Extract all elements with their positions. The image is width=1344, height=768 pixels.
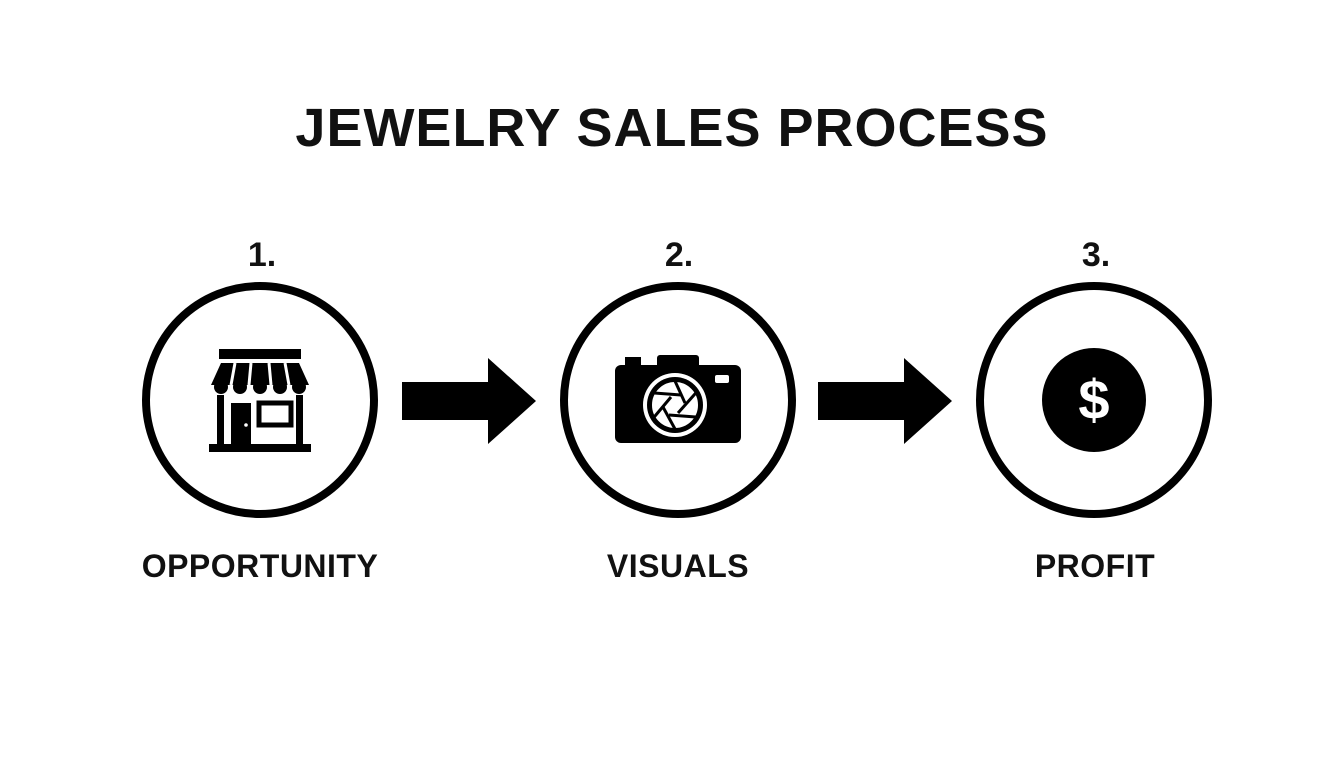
diagram-title: JEWELRY SALES PROCESS xyxy=(295,98,1049,158)
step-2-circle xyxy=(560,282,796,518)
step-1-number: 1. xyxy=(247,236,277,274)
right-arrow-icon xyxy=(818,358,952,444)
camera-icon xyxy=(615,355,741,443)
step-2-number: 2. xyxy=(664,236,694,274)
step-3-number: 3. xyxy=(1081,236,1111,274)
svg-text:$: $ xyxy=(1078,368,1109,431)
step-1-circle xyxy=(142,282,378,518)
step-2-label: VISUALS xyxy=(606,548,750,584)
right-arrow-icon xyxy=(402,358,536,444)
dollar-coin-icon: $ xyxy=(1042,348,1146,452)
step-3-label: PROFIT xyxy=(1034,548,1156,584)
step-1-label: OPPORTUNITY xyxy=(141,548,379,584)
step-3-circle: $ xyxy=(976,282,1212,518)
storefront-icon xyxy=(209,349,311,452)
